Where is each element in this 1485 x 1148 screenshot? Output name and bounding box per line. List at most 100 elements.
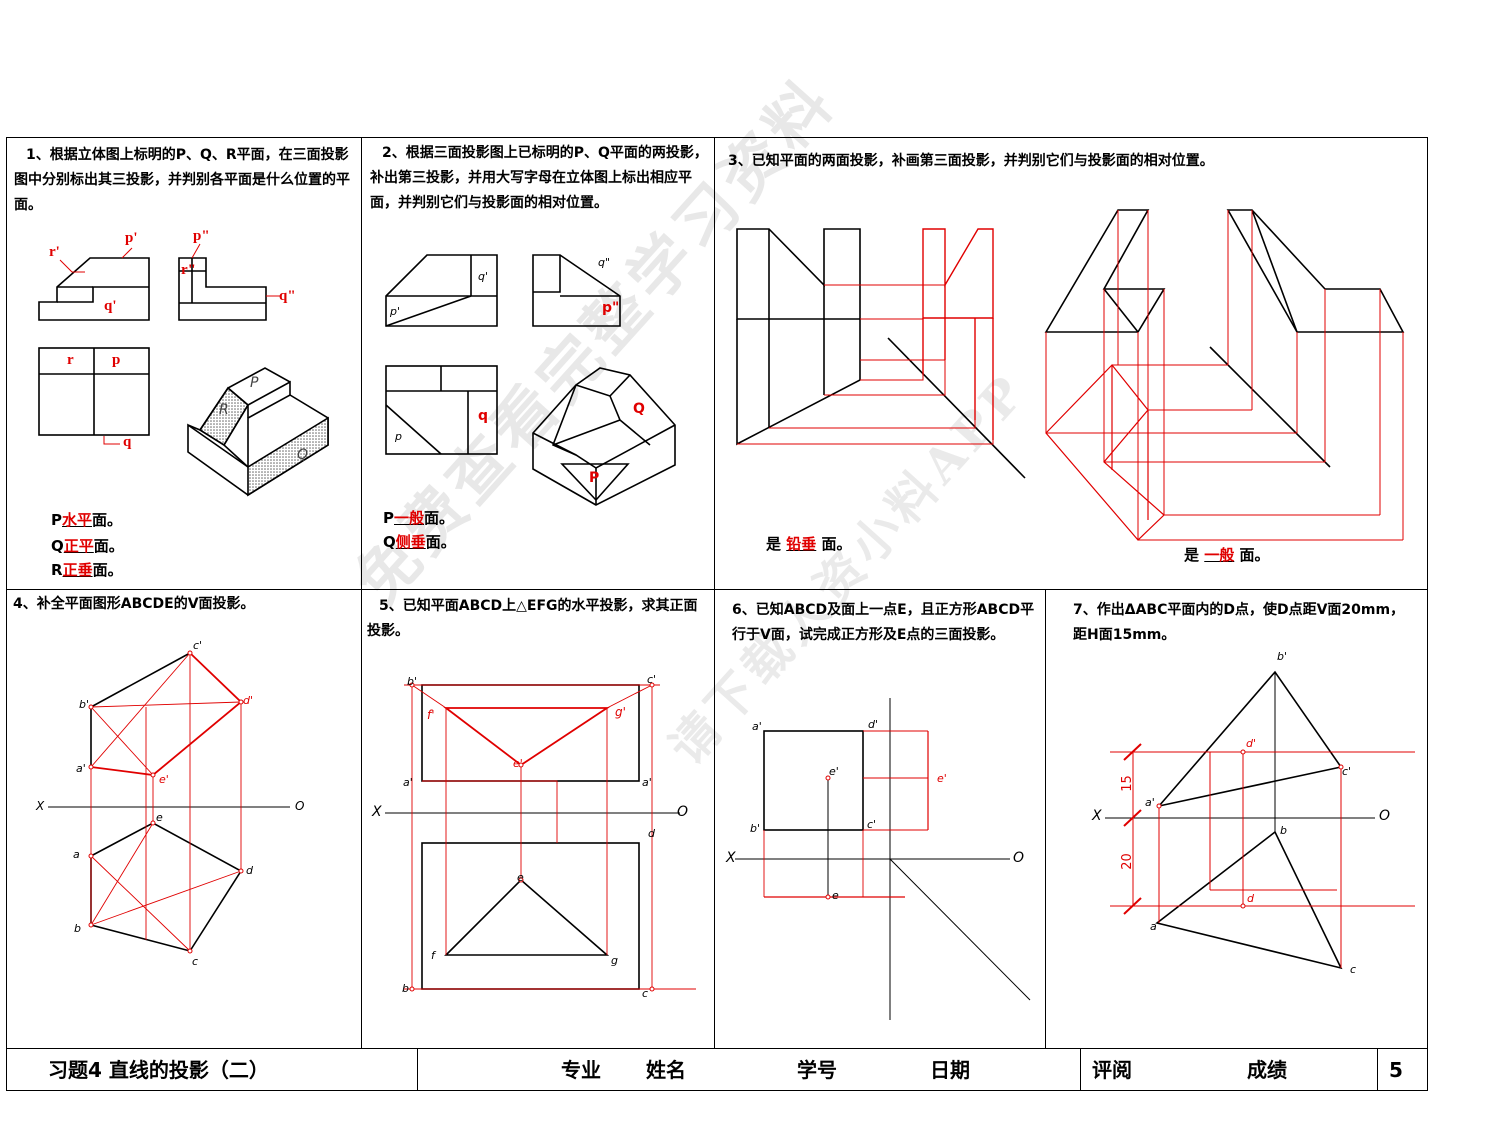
q2-side-view bbox=[532, 254, 621, 327]
label: O bbox=[677, 804, 689, 820]
exercise-sheet bbox=[6, 137, 1428, 1091]
label: c' bbox=[193, 639, 203, 652]
vertex-points bbox=[88, 650, 1344, 992]
divider bbox=[417, 1048, 418, 1091]
label: P bbox=[589, 470, 600, 486]
label: c bbox=[192, 955, 199, 968]
label: q" bbox=[598, 256, 611, 269]
label: r bbox=[67, 352, 74, 368]
label: f bbox=[431, 949, 435, 962]
q2-isometric bbox=[532, 367, 676, 506]
divider bbox=[6, 1048, 1428, 1049]
divider bbox=[1377, 1048, 1378, 1091]
q1-side-view bbox=[178, 257, 267, 321]
q4-answer bbox=[90, 652, 243, 776]
q1-answer-p: P水平面。 bbox=[51, 511, 123, 529]
label: p bbox=[395, 430, 402, 443]
label: X bbox=[1092, 808, 1102, 824]
footer-student-id: 学号 bbox=[797, 1058, 837, 1082]
label: b' bbox=[750, 822, 761, 835]
dimension-label: 15 bbox=[1119, 775, 1135, 792]
q1-top-view bbox=[38, 347, 150, 436]
divider bbox=[1080, 1048, 1081, 1091]
label: p" bbox=[602, 300, 620, 316]
q1-leaders bbox=[59, 243, 280, 445]
label: a bbox=[1150, 920, 1157, 933]
label: e' bbox=[513, 757, 523, 770]
q1-text: 1、根据立体图上标明的P、Q、R平面，在三面投影图中分别标出其三投影，并判别各平… bbox=[14, 147, 350, 213]
label: Q bbox=[633, 401, 645, 417]
q3-text: 3、已知平面的两面投影，补画第三面投影，并判别它们与投影面的相对位置。 bbox=[728, 153, 1214, 169]
label: a' bbox=[642, 776, 652, 789]
label: b bbox=[402, 982, 409, 995]
divider bbox=[1045, 589, 1046, 1049]
label: d' bbox=[1246, 737, 1257, 750]
footer-page-number: 5 bbox=[1389, 1058, 1403, 1082]
label: c' bbox=[867, 818, 877, 831]
label: p' bbox=[125, 230, 138, 246]
label: b' bbox=[79, 698, 90, 711]
q6-construction bbox=[763, 730, 928, 897]
q1-answer-q: Q正平面。 bbox=[51, 537, 124, 555]
q2-answer-p: P一般面。 bbox=[383, 509, 455, 527]
q6-drawing bbox=[735, 698, 1031, 1020]
label: e' bbox=[937, 772, 947, 785]
q5-answer bbox=[443, 707, 610, 767]
divider bbox=[361, 137, 362, 1049]
q2-front-view bbox=[385, 254, 498, 327]
label: e' bbox=[829, 765, 839, 778]
label: q" bbox=[279, 288, 296, 304]
label: r" bbox=[181, 262, 196, 278]
q5-drawing bbox=[385, 684, 680, 990]
label: X bbox=[372, 804, 382, 820]
label: q' bbox=[104, 298, 117, 314]
label: Q bbox=[297, 447, 309, 463]
label: c' bbox=[647, 673, 657, 686]
label: c bbox=[1350, 963, 1357, 976]
q7-construction bbox=[1110, 743, 1415, 968]
label: g' bbox=[615, 705, 626, 719]
q3-right-answer bbox=[1045, 364, 1165, 541]
divider bbox=[714, 137, 715, 1049]
label: r' bbox=[49, 244, 60, 260]
label: c bbox=[642, 987, 649, 1000]
label: a' bbox=[76, 762, 86, 775]
label: a' bbox=[403, 776, 413, 789]
label: R bbox=[219, 402, 229, 418]
label: O bbox=[1013, 850, 1025, 866]
label: d bbox=[648, 827, 655, 840]
footer-date: 日期 bbox=[930, 1058, 970, 1082]
q2-top-view bbox=[385, 365, 498, 455]
label: c' bbox=[1342, 765, 1352, 778]
q1-front-view bbox=[38, 257, 150, 321]
q3-answer-2: 是 一般 面。 bbox=[1184, 546, 1270, 564]
label: X bbox=[726, 850, 736, 866]
q6-text: 6、已知ABCD及面上一点E，且正方形ABCD平行于V面，试完成正方形及E点的三… bbox=[732, 602, 1035, 643]
label: O bbox=[1379, 808, 1391, 824]
label: b bbox=[1280, 824, 1287, 837]
label: X bbox=[36, 799, 45, 813]
q3-answer-1: 是 铅垂 面。 bbox=[766, 535, 852, 553]
label: p" bbox=[193, 228, 210, 244]
q7-drawing bbox=[1105, 670, 1375, 970]
label: b bbox=[74, 922, 81, 935]
label: f' bbox=[427, 708, 435, 722]
footer-score: 成绩 bbox=[1247, 1058, 1287, 1082]
q2-answer-q: Q侧垂面。 bbox=[383, 533, 456, 551]
label: q' bbox=[478, 270, 489, 283]
label: d' bbox=[243, 694, 254, 707]
label: e bbox=[517, 871, 524, 884]
label: q bbox=[123, 434, 132, 450]
label: d bbox=[246, 864, 253, 877]
q3-left-drawing bbox=[736, 228, 1026, 479]
q7-text: 7、作出ΔABC平面内的D点，使D点距V面20mm，距H面15mm。 bbox=[1073, 602, 1405, 643]
label: q bbox=[478, 408, 489, 424]
q4-text: 4、补全平面图形ABCDE的V面投影。 bbox=[13, 596, 255, 612]
q5-text: 5、已知平面ABCD上△EFG的水平投影，求其正面投影。 bbox=[367, 598, 698, 639]
label: b' bbox=[1277, 650, 1288, 663]
footer-name: 姓名 bbox=[646, 1058, 686, 1082]
q3-left-answer bbox=[922, 228, 994, 440]
label: p bbox=[112, 352, 121, 368]
label: e bbox=[156, 811, 163, 824]
